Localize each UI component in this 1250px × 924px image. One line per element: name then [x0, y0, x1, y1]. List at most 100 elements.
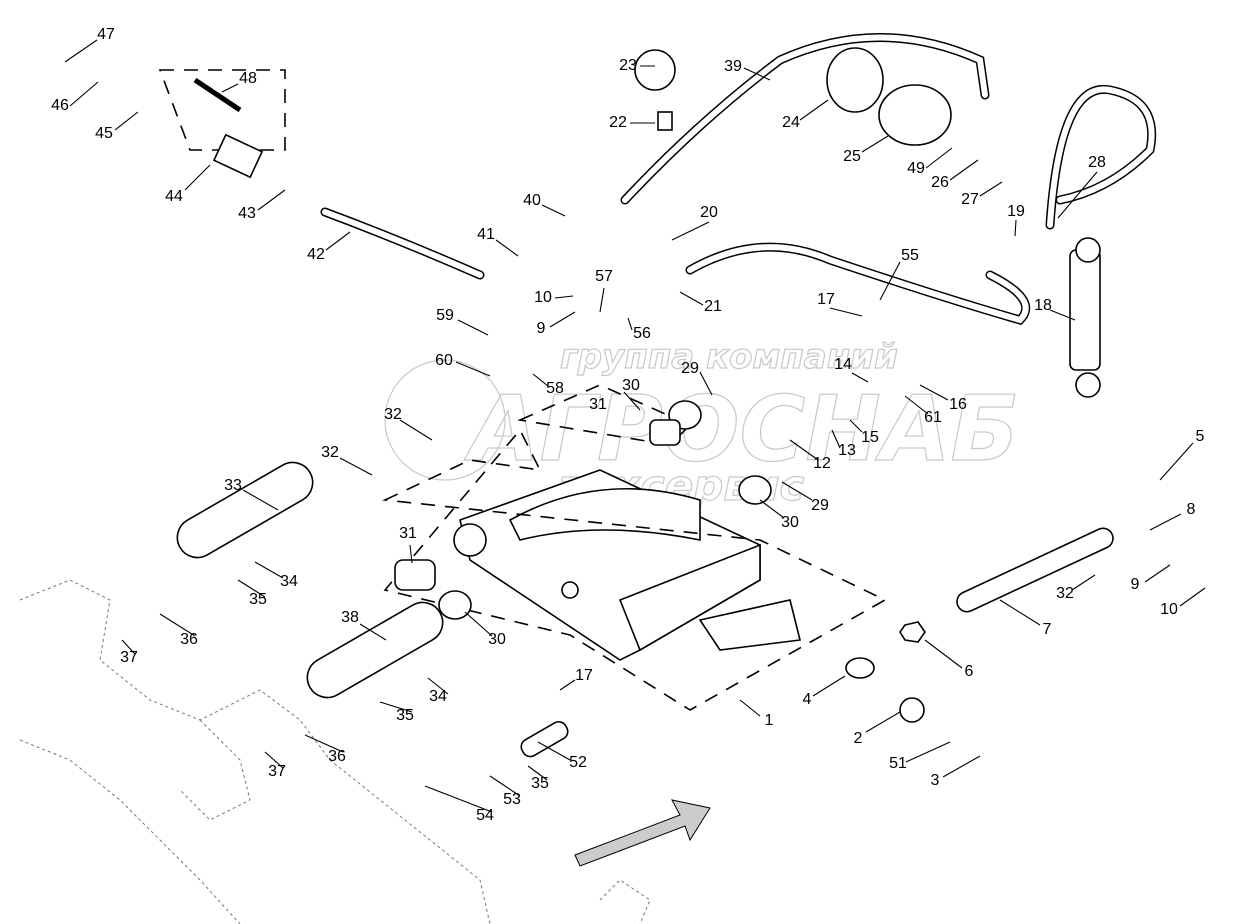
callout-17: 17 — [817, 291, 835, 308]
swing-frame-part — [453, 469, 801, 661]
callout-9: 9 — [1131, 576, 1140, 593]
hydraulic-hoses — [320, 33, 1157, 326]
watermark-emblem — [384, 359, 506, 481]
callout-60: 60 — [435, 352, 453, 369]
callout-56: 56 — [633, 325, 651, 342]
callout-34: 34 — [429, 688, 447, 705]
callout-54: 54 — [476, 807, 494, 824]
callout-33: 33 — [224, 477, 242, 494]
callout-12: 12 — [813, 455, 831, 472]
hydraulic-cylinder — [1069, 249, 1101, 371]
callout-1: 1 — [765, 712, 774, 729]
callout-8: 8 — [1187, 501, 1196, 518]
pivot-pin-lower — [306, 601, 444, 699]
callout-34: 34 — [280, 573, 298, 590]
callout-59: 59 — [436, 307, 454, 324]
callout-10: 10 — [534, 289, 552, 306]
callout-23: 23 — [619, 57, 637, 74]
callout-29: 29 — [811, 497, 829, 514]
callout-61: 61 — [924, 409, 942, 426]
bushing — [394, 559, 436, 591]
callout-45: 45 — [95, 125, 113, 142]
watermark-line1: группа компаний — [560, 337, 898, 377]
callout-21: 21 — [704, 298, 722, 315]
callout-49: 49 — [907, 160, 925, 177]
callout-24: 24 — [782, 114, 800, 131]
callout-27: 27 — [961, 191, 979, 208]
callout-47: 47 — [97, 26, 115, 43]
callout-22: 22 — [609, 114, 627, 131]
callout-10: 10 — [1160, 601, 1178, 618]
callout-36: 36 — [180, 631, 198, 648]
link-arm — [956, 527, 1114, 613]
group-outline-valve — [158, 69, 286, 151]
callout-6: 6 — [965, 663, 974, 680]
callout-3: 3 — [931, 772, 940, 789]
washer — [899, 697, 925, 723]
callout-40: 40 — [523, 192, 541, 209]
callout-48: 48 — [239, 70, 257, 87]
callout-51: 51 — [889, 755, 907, 772]
callout-32: 32 — [1056, 585, 1074, 602]
callout-32: 32 — [384, 406, 402, 423]
callout-14: 14 — [834, 356, 852, 373]
callout-32: 32 — [321, 444, 339, 461]
pin — [520, 720, 569, 758]
callout-13: 13 — [838, 442, 856, 459]
gauge-adapter — [657, 111, 673, 131]
callout-41: 41 — [477, 226, 495, 243]
group-outline-upper — [517, 384, 692, 446]
callout-29: 29 — [681, 360, 699, 377]
callout-31: 31 — [399, 525, 417, 542]
nut — [899, 621, 926, 643]
callout-35: 35 — [249, 591, 267, 608]
callout-53: 53 — [503, 791, 521, 808]
accumulator — [878, 84, 952, 146]
callout-38: 38 — [341, 609, 359, 626]
callout-52: 52 — [569, 754, 587, 771]
callout-20: 20 — [700, 204, 718, 221]
callout-2: 2 — [854, 730, 863, 747]
callout-16: 16 — [949, 396, 967, 413]
callout-35: 35 — [396, 707, 414, 724]
callout-18: 18 — [1034, 297, 1052, 314]
callout-30: 30 — [781, 514, 799, 531]
callout-15: 15 — [861, 429, 879, 446]
callout-30: 30 — [622, 377, 640, 394]
callout-7: 7 — [1043, 621, 1052, 638]
callout-5: 5 — [1196, 428, 1205, 445]
callout-57: 57 — [595, 268, 613, 285]
callout-44: 44 — [165, 188, 183, 205]
callout-36: 36 — [328, 748, 346, 765]
callout-9: 9 — [537, 320, 546, 337]
callout-30: 30 — [488, 631, 506, 648]
callout-35: 35 — [531, 775, 549, 792]
callout-43: 43 — [238, 205, 256, 222]
callout-4: 4 — [803, 691, 812, 708]
valve-block — [212, 133, 264, 179]
callout-19: 19 — [1007, 203, 1025, 220]
ball-joint — [845, 657, 875, 679]
leader-lines — [64, 39, 1206, 813]
callout-42: 42 — [307, 246, 325, 263]
callout-17: 17 — [575, 667, 593, 684]
callout-28: 28 — [1088, 154, 1106, 171]
callout-58: 58 — [546, 380, 564, 397]
callout-39: 39 — [724, 58, 742, 75]
accumulator-clamp — [826, 47, 884, 113]
callout-26: 26 — [931, 174, 949, 191]
pivot-pin-upper — [176, 461, 314, 559]
callout-25: 25 — [843, 148, 861, 165]
callout-55: 55 — [901, 247, 919, 264]
valve-handle — [193, 77, 242, 113]
callout-37: 37 — [268, 763, 286, 780]
parts — [176, 47, 1114, 758]
tractor-frame-outline — [19, 579, 651, 924]
watermark-logo: группа компаний АГРОСНАБ техсервис — [384, 336, 1020, 511]
group-outline-main — [382, 428, 887, 711]
callout-31: 31 — [589, 396, 607, 413]
callout-37: 37 — [120, 649, 138, 666]
callout-46: 46 — [51, 97, 69, 114]
